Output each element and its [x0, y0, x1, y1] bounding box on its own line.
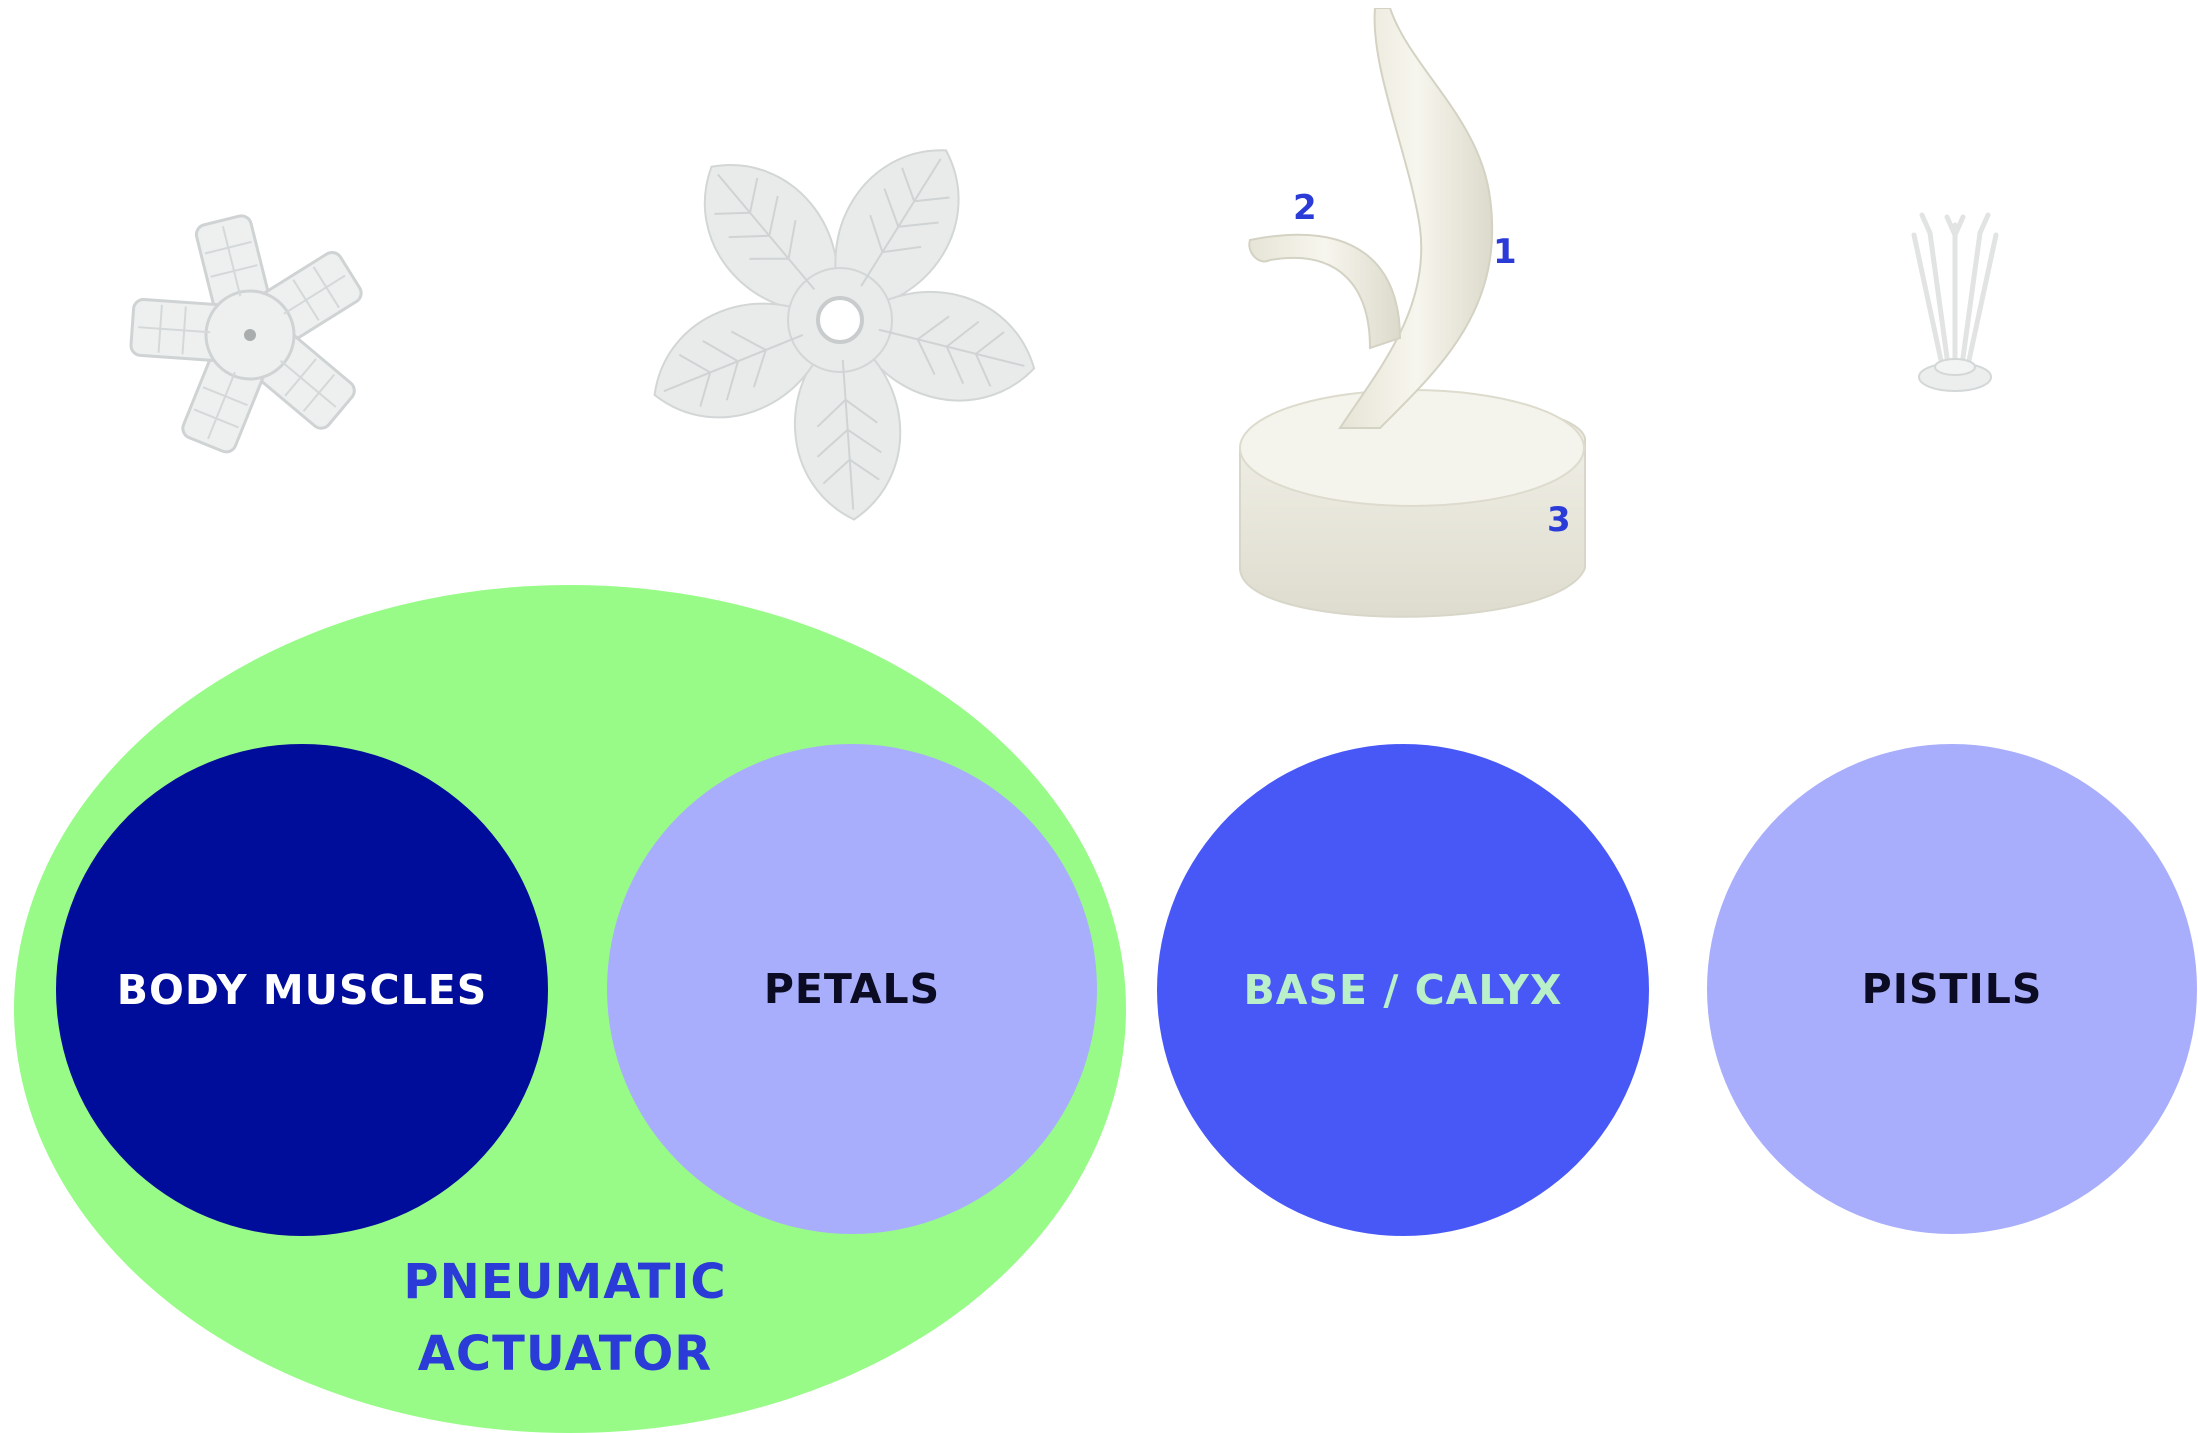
callout-2: 2	[1293, 188, 1317, 228]
body-muscles-photo-icon	[120, 205, 380, 465]
petals-circle: PETALS	[607, 744, 1097, 1234]
pistils-circle: PISTILS	[1707, 744, 2197, 1234]
petals-photo-icon	[640, 105, 1060, 535]
callout-3: 3	[1547, 500, 1571, 540]
callout-1: 1	[1493, 232, 1517, 272]
base-calyx-label: BASE / CALYX	[1244, 966, 1563, 1014]
body-muscles-circle: BODY MUSCLES	[56, 744, 548, 1236]
pneumatic-actuator-label-line1: PNEUMATIC	[330, 1246, 800, 1318]
petals-label: PETALS	[764, 965, 940, 1013]
body-muscles-label: BODY MUSCLES	[117, 966, 488, 1014]
pneumatic-actuator-label: PNEUMATIC ACTUATOR	[330, 1246, 800, 1390]
base-calyx-circle: BASE / CALYX	[1157, 744, 1649, 1236]
pneumatic-actuator-label-line2: ACTUATOR	[330, 1318, 800, 1390]
pistils-photo-icon	[1900, 205, 2010, 400]
pistils-label: PISTILS	[1862, 965, 2043, 1013]
